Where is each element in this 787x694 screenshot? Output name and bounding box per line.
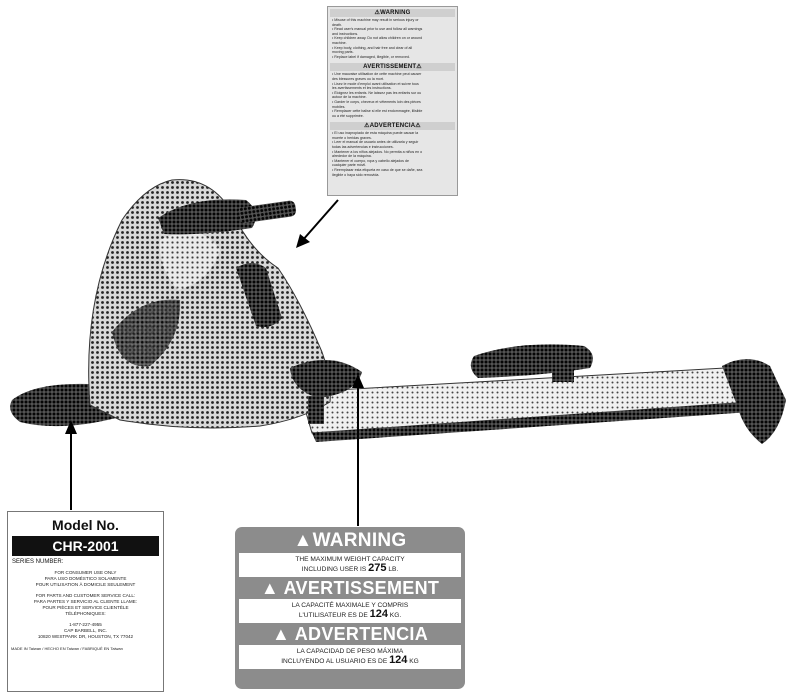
french-warning-heading: ▲ AVERTISSEMENT	[235, 577, 465, 599]
company-contact: 1-877-227-4955 CAP BARBELL, INC. 10820 W…	[8, 622, 163, 640]
english-warning-heading: ▲WARNING	[235, 529, 465, 553]
spanish-capacity-text: LA CAPACIDAD DE PESO MÁXIMA INCLUYENDO A…	[239, 645, 461, 669]
model-title: Model No.	[8, 517, 163, 533]
english-capacity-text: THE MAXIMUM WEIGHT CAPACITY INCLUDING US…	[239, 553, 461, 577]
advertencia-text: • El uso inapropiado de esta máquina pue…	[328, 130, 457, 179]
series-number: SERIES NUMBER:	[12, 559, 159, 565]
capacity-kg-value-fr: 124	[370, 608, 388, 620]
french-capacity-text: LA CAPACITÉ MAXIMALE Y COMPRIS L'UTILISA…	[239, 599, 461, 623]
customer-service-text: FOR PARTS AND CUSTOMER SERVICE CALL: PAR…	[8, 593, 163, 617]
capacity-kg-value-es: 124	[389, 654, 407, 666]
avertissement-heading: AVERTISSEMENT⚠	[330, 63, 455, 71]
capacity-lb-value: 275	[368, 562, 386, 574]
avertissement-text: • Une mauvaise utilisation de cette mach…	[328, 71, 457, 120]
made-in-footer: MADE IN Taiwan / HECHO EN Taiwan / FABRI…	[11, 646, 160, 651]
warning-heading: ⚠WARNING	[330, 9, 455, 17]
arrow-to-front-foot	[65, 420, 77, 510]
weight-capacity-label: ▲WARNING THE MAXIMUM WEIGHT CAPACITY INC…	[235, 527, 465, 689]
advertencia-heading: ⚠ADVERTENCIA⚠	[330, 122, 455, 130]
consumer-use-text: FOR CONSUMER USE ONLY PARA USO DOMÉSTICO…	[8, 570, 163, 588]
model-number-label: Model No. CHR-2001 SERIES NUMBER: FOR CO…	[7, 511, 164, 692]
model-number: CHR-2001	[12, 536, 159, 556]
spanish-warning-heading: ▲ ADVERTENCIA	[235, 623, 465, 645]
multilingual-warning-label: ⚠WARNING • Misuse of this machine may re…	[327, 6, 458, 196]
rowing-rail	[300, 366, 780, 442]
warning-text: • Misuse of this machine may result in s…	[328, 17, 457, 61]
arrow-to-warning-label	[296, 200, 338, 248]
